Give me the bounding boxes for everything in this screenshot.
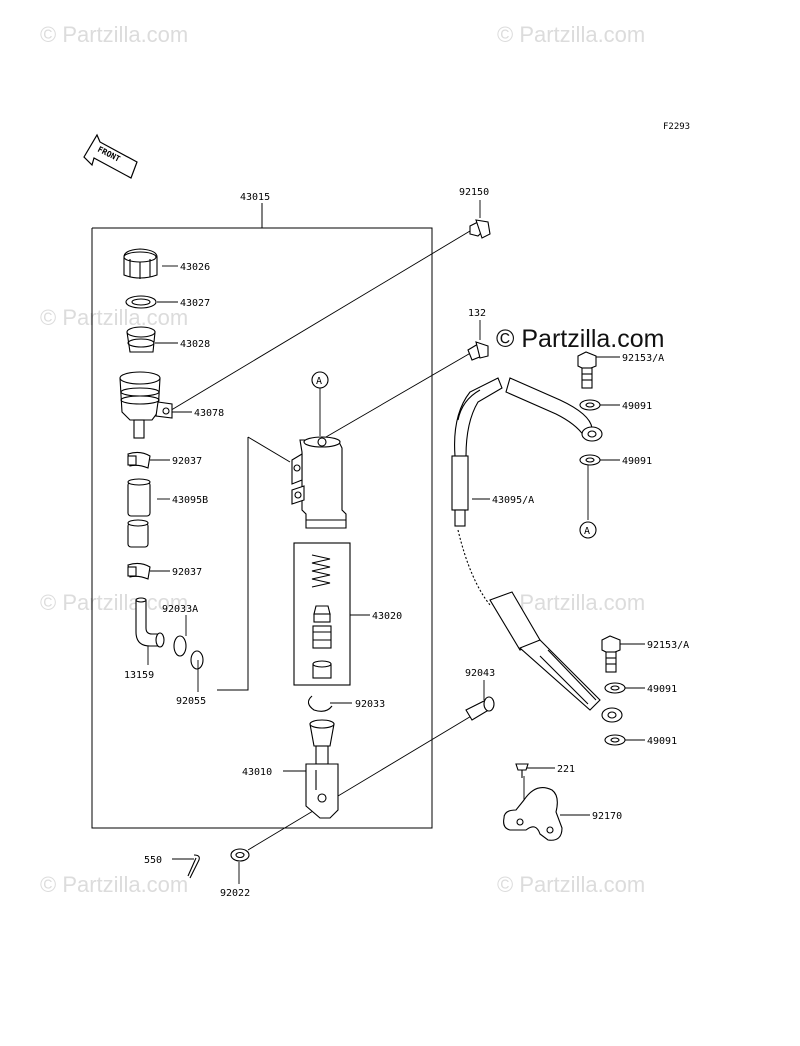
pin-icon xyxy=(465,696,495,721)
assembly-frame xyxy=(91,203,433,829)
callout-92055: 92055 xyxy=(176,696,206,707)
circlip-icon xyxy=(307,695,333,712)
callout-92037: 92037 xyxy=(172,567,202,578)
callout-49091: 49091 xyxy=(622,456,652,467)
clip-ring-icon xyxy=(173,635,187,657)
ref-a-marker xyxy=(579,521,597,539)
callout-92153a: 92153/A xyxy=(647,640,689,651)
leader-lines xyxy=(147,200,645,884)
hose-clamp-icon xyxy=(127,562,151,580)
callout-43095b: 43095B xyxy=(172,495,208,506)
callout-92170: 92170 xyxy=(592,811,622,822)
watermark: © Partzilla.com xyxy=(40,590,189,615)
callout-92033a: 92033A xyxy=(162,604,198,615)
callout-132: 132 xyxy=(468,308,486,319)
cotter-pin-icon xyxy=(187,854,200,879)
banjo-bolt-icon xyxy=(577,351,597,389)
callout-92037: 92037 xyxy=(172,456,202,467)
bolt-icon xyxy=(467,341,489,361)
reservoir-cap-icon xyxy=(123,248,158,279)
ref-a-label: A xyxy=(584,526,590,537)
hose-clamp-bracket-icon xyxy=(503,787,563,841)
callout-550: 550 xyxy=(144,855,162,866)
watermark: © Partzilla.com xyxy=(40,305,189,330)
master-cylinder-icon xyxy=(291,436,347,529)
figure-code: F2293 xyxy=(663,122,691,132)
piston-icon xyxy=(312,605,332,679)
front-arrow-icon: FRONT xyxy=(83,133,138,179)
screw-icon xyxy=(515,763,529,778)
washer-icon xyxy=(230,848,250,862)
watermark: © Partzilla.com xyxy=(497,22,646,47)
reservoir-icon xyxy=(119,371,173,439)
callout-13159: 13159 xyxy=(124,670,154,681)
callout-92022: 92022 xyxy=(220,888,250,899)
callout-43078: 43078 xyxy=(194,408,224,419)
push-rod-icon xyxy=(305,719,339,819)
ref-a-marker xyxy=(311,371,329,389)
gasket-icon xyxy=(604,682,626,694)
gasket-icon xyxy=(579,399,601,411)
callout-92153a: 92153/A xyxy=(622,353,664,364)
callout-43015: 43015 xyxy=(240,192,270,203)
piston-kit-frame xyxy=(293,542,351,686)
watermark: © Partzilla.com xyxy=(40,872,189,897)
watermark: © Partzilla.com xyxy=(497,872,646,897)
gasket-icon xyxy=(604,734,626,746)
ref-a-label: A xyxy=(316,376,322,387)
watermark: © Partzilla.com xyxy=(40,22,189,47)
callout-43010: 43010 xyxy=(242,767,272,778)
callout-43020: 43020 xyxy=(372,611,402,622)
callout-221: 221 xyxy=(557,764,575,775)
elbow-fitting-icon xyxy=(135,597,165,648)
callout-49091: 49091 xyxy=(622,401,652,412)
hose-clamp-icon xyxy=(127,451,151,469)
banjo-bolt-icon xyxy=(601,635,621,673)
callout-92033: 92033 xyxy=(355,699,385,710)
watermark-main: © Partzilla.com xyxy=(496,325,665,353)
spring-icon xyxy=(311,554,331,588)
callout-49091: 49091 xyxy=(647,736,677,747)
brake-hose-icon xyxy=(451,377,623,723)
callout-43028: 43028 xyxy=(180,339,210,350)
o-ring-icon xyxy=(190,650,204,670)
callout-43095a: 43095/A xyxy=(492,495,534,506)
bolt-icon xyxy=(469,219,491,239)
callout-43027: 43027 xyxy=(180,298,210,309)
callout-92043: 92043 xyxy=(465,668,495,679)
callout-92150: 92150 xyxy=(459,187,489,198)
diaphragm-plate-icon xyxy=(125,295,157,309)
callout-43026: 43026 xyxy=(180,262,210,273)
gasket-icon xyxy=(579,454,601,466)
reservoir-hose-icon xyxy=(127,478,151,548)
callout-49091: 49091 xyxy=(647,684,677,695)
diaphragm-icon xyxy=(126,326,156,353)
